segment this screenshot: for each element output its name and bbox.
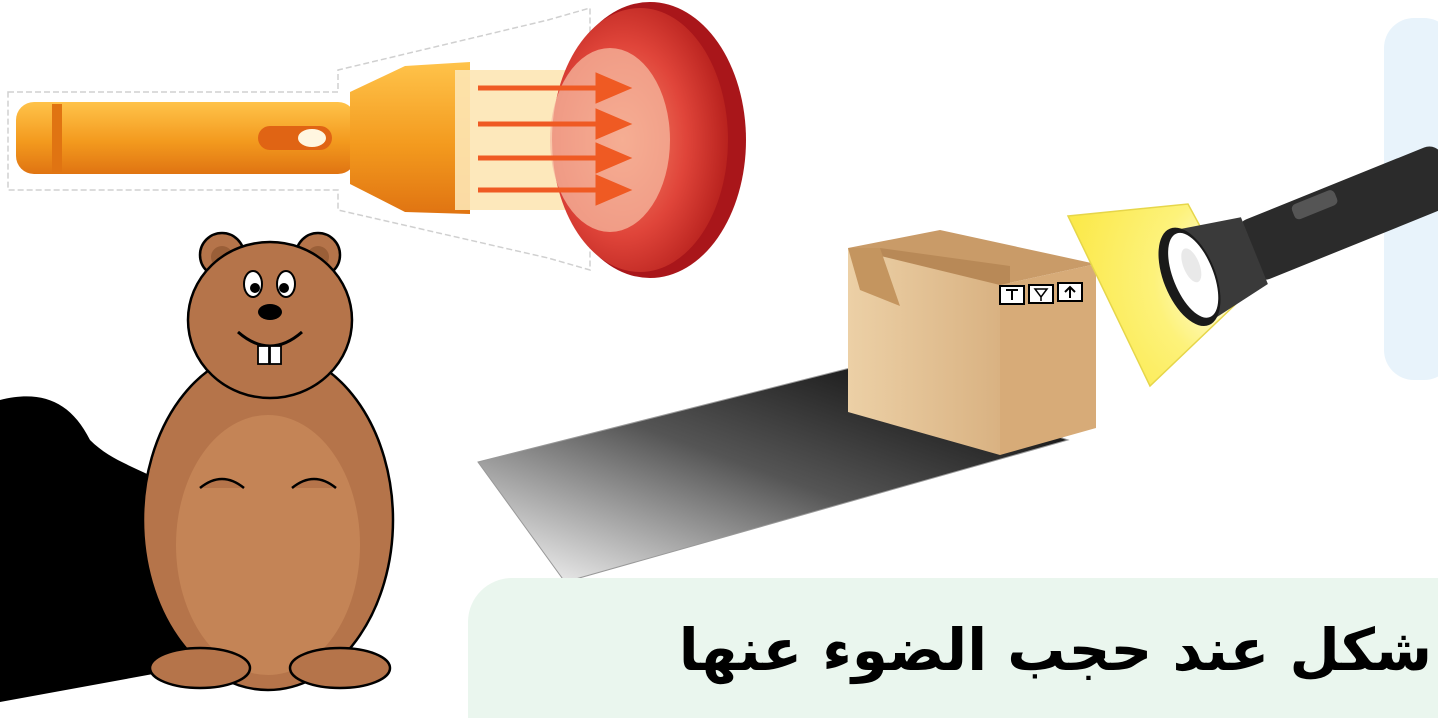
orange-flashlight-icon bbox=[8, 2, 746, 278]
caption-text: شكل عند حجب الضوء عنها bbox=[679, 610, 1432, 690]
cardboard-box-icon bbox=[848, 230, 1096, 455]
groundhog-icon bbox=[143, 233, 393, 690]
black-flashlight-icon bbox=[1068, 124, 1438, 386]
